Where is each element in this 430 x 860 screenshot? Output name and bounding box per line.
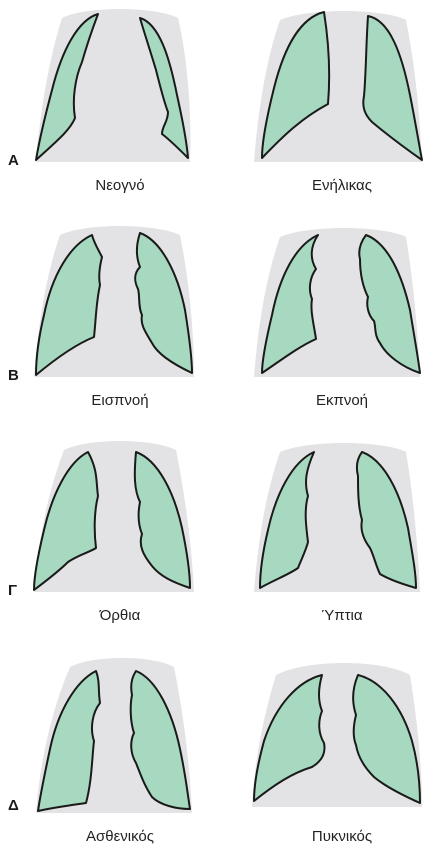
- asthenic-lungs-drawing: [30, 645, 210, 820]
- row-a: Α Νεογνό Ενήλικας: [0, 0, 430, 215]
- panel-supine: Ύπτια: [252, 430, 430, 630]
- caption-asthenic: Ασθενικός: [30, 828, 210, 845]
- adult-lungs-drawing: [252, 0, 430, 175]
- panel-upright: Όρθια: [30, 430, 210, 630]
- row-b: Β Εισπνοή Εκπνοή: [0, 215, 430, 430]
- panel-inspiration: Εισπνοή: [30, 215, 210, 415]
- upright-lungs-drawing: [30, 430, 210, 605]
- row-letter-c: Γ: [8, 582, 17, 599]
- panel-adult: Ενήλικας: [252, 0, 430, 200]
- expiration-lungs-drawing: [252, 215, 430, 390]
- caption-upright: Όρθια: [30, 607, 210, 624]
- inspiration-lungs-drawing: [30, 215, 210, 390]
- panel-asthenic: Ασθενικός: [30, 645, 210, 845]
- row-letter-b: Β: [8, 367, 19, 384]
- panel-pyknic: Πυκνικός: [252, 645, 430, 845]
- caption-expiration: Εκπνοή: [252, 392, 430, 409]
- caption-pyknic: Πυκνικός: [252, 828, 430, 845]
- newborn-lungs-drawing: [30, 0, 210, 175]
- caption-inspiration: Εισπνοή: [30, 392, 210, 409]
- panel-expiration: Εκπνοή: [252, 215, 430, 415]
- row-c: Γ Όρθια Ύπτια: [0, 430, 430, 645]
- supine-lungs-drawing: [252, 430, 430, 605]
- row-d: Δ Ασθενικός Πυκνικός: [0, 645, 430, 860]
- panel-newborn: Νεογνό: [30, 0, 210, 200]
- row-letter-d: Δ: [8, 797, 19, 814]
- caption-adult: Ενήλικας: [252, 177, 430, 194]
- caption-supine: Ύπτια: [252, 607, 430, 624]
- pyknic-lungs-drawing: [252, 645, 430, 820]
- row-letter-a: Α: [8, 152, 19, 169]
- caption-newborn: Νεογνό: [30, 177, 210, 194]
